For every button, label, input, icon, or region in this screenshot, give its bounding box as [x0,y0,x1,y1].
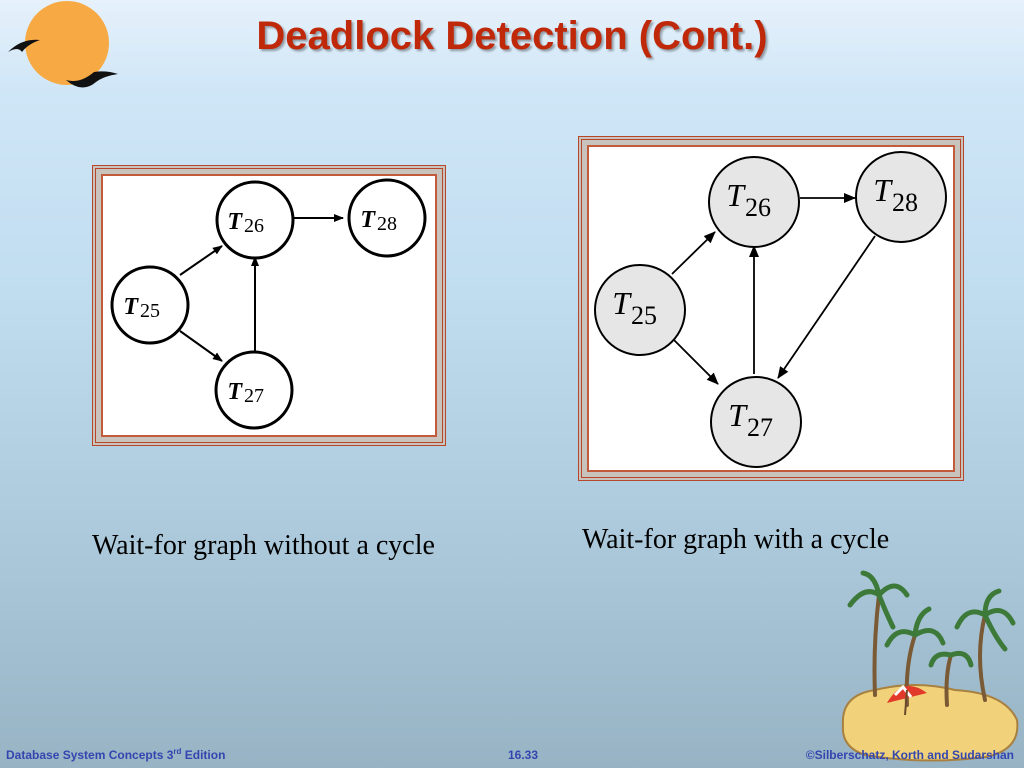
svg-text:25: 25 [140,300,160,322]
bird-icon [66,71,118,88]
svg-text:28: 28 [892,188,918,217]
svg-text:T: T [612,285,632,321]
node-t25: T 25 [594,264,686,356]
node-t27: T 27 [710,376,802,468]
right-graph-frame: T 26 T 28 T 25 T 27 [578,136,964,481]
slide-title: Deadlock Detection (Cont.) [256,14,768,58]
palm-island-decoration [841,570,1019,762]
svg-text:T: T [123,294,139,320]
edge-t28-t27 [777,235,876,379]
svg-text:T: T [873,172,893,208]
svg-text:26: 26 [244,215,264,237]
left-graph-caption: Wait-for graph without a cycle [92,530,435,561]
left-wait-for-graph: T 26 T 28 T 25 T 27 [110,178,427,430]
node-t25: T 25 [110,265,190,345]
beach-umbrella-icon [887,684,927,716]
node-t28: T 28 [855,151,947,243]
svg-text:27: 27 [747,413,773,442]
svg-text:26: 26 [745,193,771,222]
svg-text:25: 25 [631,301,657,330]
node-t27: T 27 [214,350,294,430]
footer-slide-number: 16.33 [508,748,539,762]
svg-text:T: T [728,397,748,433]
svg-text:T: T [227,209,243,235]
footer-copyright: ©Silberschatz, Korth and Sudarshan [805,748,1014,762]
svg-text:28: 28 [377,213,397,235]
node-t28: T 28 [347,178,427,258]
node-t26: T 26 [215,180,295,260]
sun-birds-decoration [8,1,118,88]
left-graph-frame: T 26 T 28 T 25 T 27 [92,165,446,446]
right-wait-for-graph: T 26 T 28 T 25 T 27 [594,151,947,468]
bird-icon [8,39,40,52]
edge-t25-t26 [671,231,716,275]
footer-book-title: Database System Concepts 3rd Edition [6,747,226,762]
svg-text:T: T [360,207,376,233]
svg-text:27: 27 [244,385,264,407]
svg-text:T: T [726,177,746,213]
edge-t25-t27 [673,339,719,385]
node-t26: T 26 [708,156,800,248]
right-graph-caption: Wait-for graph with a cycle [582,524,890,555]
sun-icon [25,1,109,85]
edge-t25-t26 [179,245,223,276]
edge-t25-t27 [179,330,223,362]
palm-tree-icon [847,570,1016,707]
svg-text:T: T [227,379,243,405]
